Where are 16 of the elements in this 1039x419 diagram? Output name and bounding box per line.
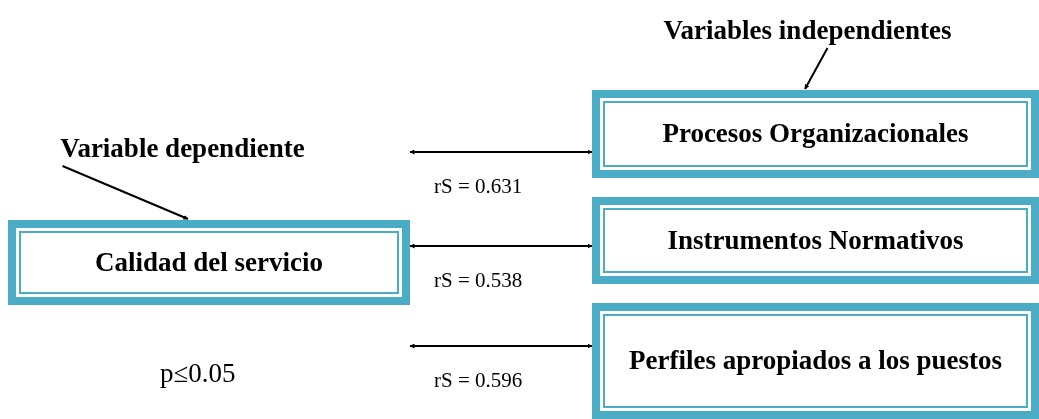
heading-text: Variables independientes <box>630 12 985 48</box>
arrow <box>409 243 593 249</box>
variable-box <box>8 220 410 305</box>
box-title: Instrumentos Normativos <box>667 223 964 257</box>
significance-note: p≤0.05 <box>160 360 236 387</box>
arrow <box>409 149 593 155</box>
box-title: Perfiles apropiados a los puestos <box>629 344 1002 378</box>
arrow <box>804 47 829 90</box>
variable-box <box>592 303 1039 419</box>
box-title: Procesos Organizacionales <box>662 117 969 151</box>
heading-text: Variable dependiente <box>30 130 335 166</box>
variable-box <box>592 90 1039 178</box>
arrow <box>409 343 593 349</box>
box-title: Calidad del servicio <box>95 245 323 279</box>
variable-box <box>592 197 1039 284</box>
arrow <box>61 165 189 220</box>
